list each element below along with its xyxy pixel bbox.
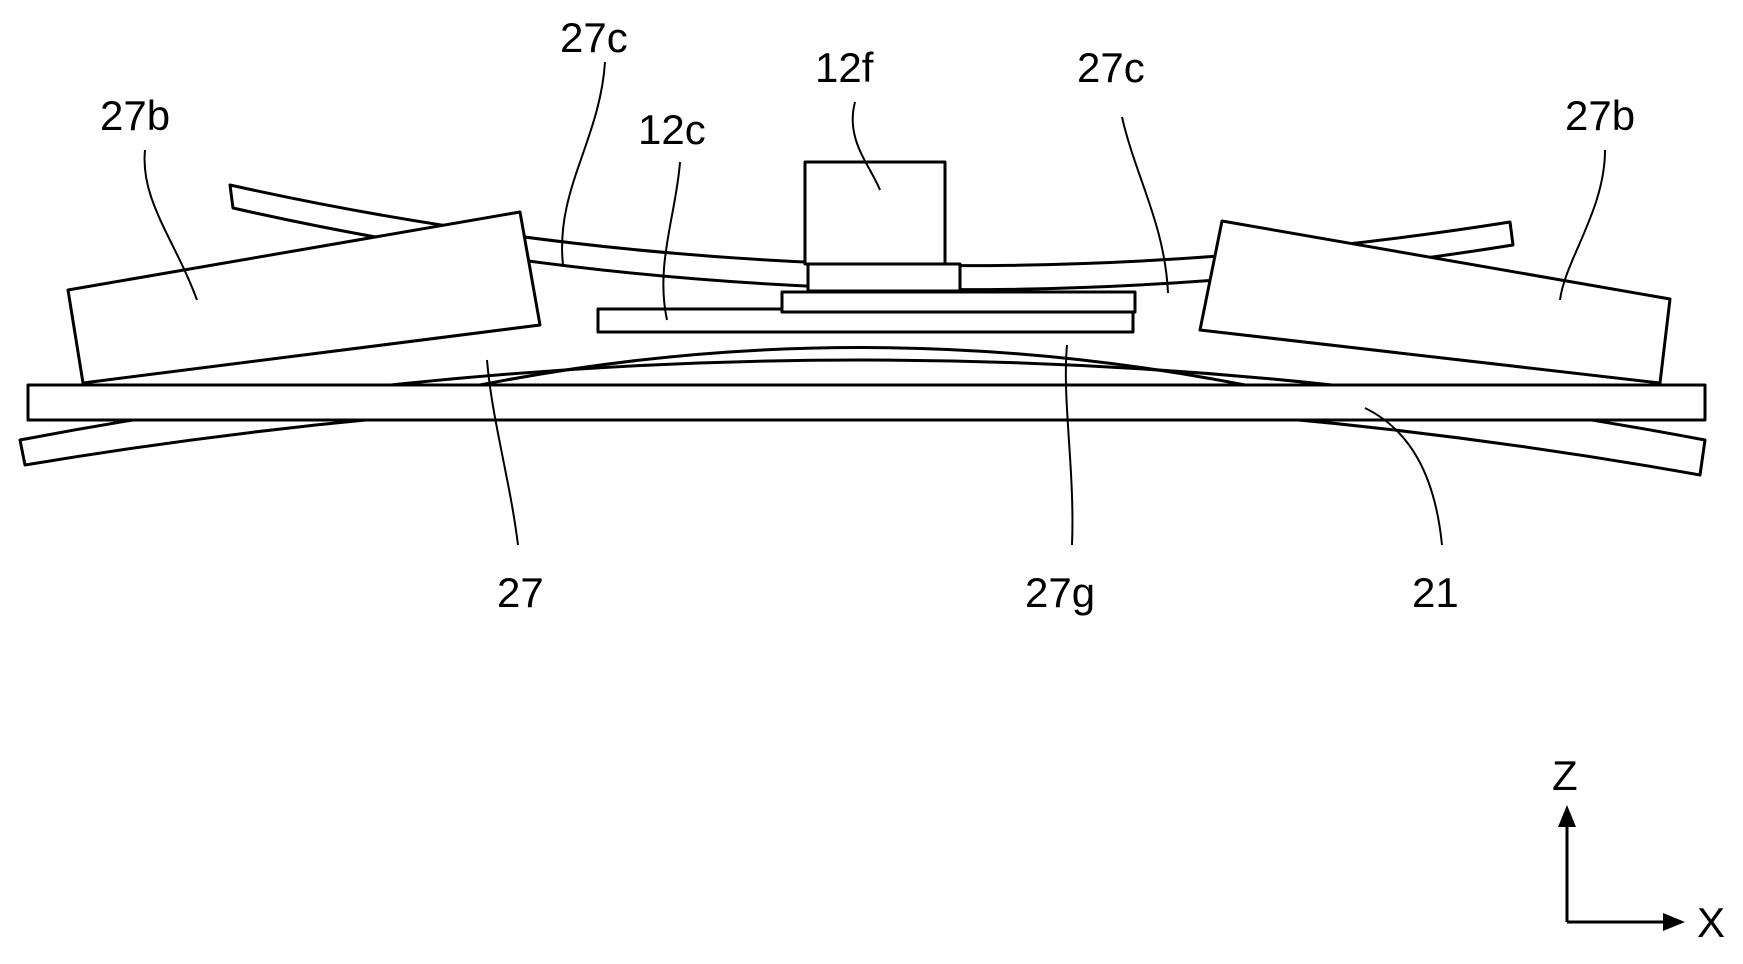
label-21: 21 — [1412, 569, 1459, 616]
z-axis-arrowhead — [1558, 805, 1576, 827]
label-27c-right: 27c — [1077, 44, 1145, 91]
head-12f — [803, 160, 947, 266]
label-12f: 12f — [815, 44, 874, 91]
leader-12c — [662, 161, 681, 321]
leader-27c-left — [561, 61, 606, 266]
label-12c: 12c — [638, 106, 706, 153]
head-base-12f — [806, 262, 962, 293]
leader-27b-right — [1559, 149, 1606, 301]
leader-21 — [1364, 407, 1443, 546]
label-27c-left: 27c — [560, 14, 628, 61]
label-27: 27 — [497, 569, 544, 616]
axis-indicator: Z X — [1552, 752, 1725, 946]
leader-27 — [486, 359, 519, 546]
x-axis-arrowhead — [1663, 913, 1685, 931]
label-27b-right: 27b — [1565, 92, 1635, 139]
plate-under-head — [780, 290, 1137, 314]
base-plate-21 — [26, 383, 1707, 422]
z-axis-label: Z — [1552, 752, 1578, 799]
block-27b-right — [1198, 219, 1672, 385]
gap-curve-27g — [479, 346, 1246, 387]
leader-12f — [851, 101, 881, 191]
block-27b-left — [66, 210, 542, 385]
x-axis-label: X — [1697, 899, 1725, 946]
label-27g: 27g — [1025, 569, 1095, 616]
leader-27g — [1064, 344, 1074, 546]
upper-strap-27c — [228, 183, 1515, 292]
leader-27b-left — [143, 149, 198, 301]
leader-27c-right — [1121, 116, 1169, 294]
label-27b-left: 27b — [100, 92, 170, 139]
